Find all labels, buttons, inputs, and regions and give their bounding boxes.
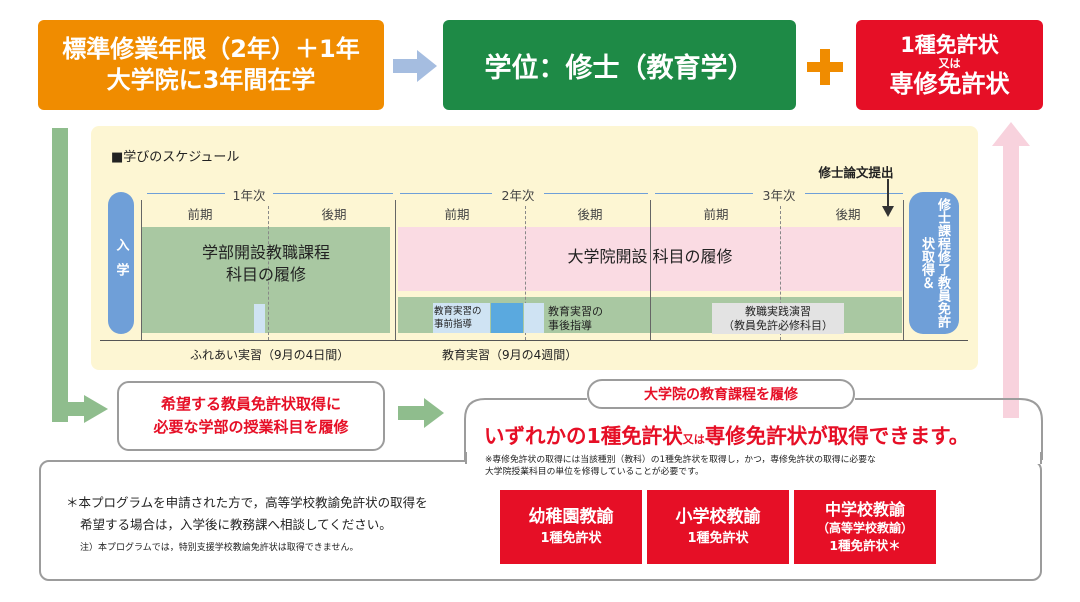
plus-icon <box>807 49 843 85</box>
arrow-right-icon <box>84 395 108 423</box>
term-divider <box>525 206 526 340</box>
undergrad-course-text: 学部開設教職課程 科目の履修 <box>142 240 390 288</box>
term-divider <box>268 206 269 340</box>
undergrad-course-bar <box>142 227 390 333</box>
undergrad-course-line2: 科目の履修 <box>225 265 306 284</box>
year-divider <box>395 200 396 340</box>
year-divider <box>903 200 904 340</box>
practicum-seminar-block: 教職実践演習 （教員免許必修科目） <box>712 303 844 334</box>
term-divider <box>780 206 781 340</box>
year-divider <box>650 200 651 340</box>
license-headline: いずれかの1種免許状又は専修免許状が取得できます。 <box>484 419 1030 449</box>
left-flow-arrow <box>52 128 68 422</box>
post-guidance-text: 教育実習の 事後指導 <box>548 305 628 333</box>
license-card-title: 小学校教諭 <box>675 507 761 527</box>
timeline-line <box>273 193 393 194</box>
license-box: 1種免許状 又は 専修免許状 <box>856 20 1043 110</box>
junior-high-license-card: 中学校教諭 （高等学校教諭） 1種免許状＊ <box>794 490 936 564</box>
term-label: 前期 <box>187 207 213 222</box>
license-card-subtitle: （高等学校教諭） <box>816 521 913 535</box>
elementary-license-card: 小学校教諭 1種免許状 <box>647 490 789 564</box>
pre-guidance-line1: 教育実習の <box>434 306 482 317</box>
pre-guidance-block <box>433 303 490 333</box>
arrow-right-icon <box>398 398 444 428</box>
license-card-title: 中学校教諭 <box>824 500 905 519</box>
year-divider <box>141 200 142 340</box>
undergrad-course-line1: 学部開設教職課程 <box>201 243 330 262</box>
license-card-title: 幼稚園教諭 <box>528 507 614 527</box>
timeline-line <box>544 193 648 194</box>
license-card-type: 1種免許状 <box>540 531 602 546</box>
grad-course-tab-label: 大学院の教育課程を履修 <box>644 387 798 403</box>
license-line2: 専修免許状 <box>889 69 1010 98</box>
special-support-note: 注）本プログラムでは，特別支援学校教諭免許状は取得できません。 <box>80 543 359 553</box>
timeline-line <box>655 193 753 194</box>
headline-part-b: 専修免許状が取得できます。 <box>704 424 970 448</box>
undergrad-courses-line2: 必要な学部の授業科目を履修 <box>153 418 349 436</box>
kindergarten-license-card: 幼稚園教諭 1種免許状 <box>500 490 642 564</box>
practicum-seminar-line1: 教職実践演習 <box>745 304 811 318</box>
headline-part-a: いずれかの1種免許状 <box>484 424 683 448</box>
post-guidance-line1: 教育実習の <box>548 305 603 318</box>
year-label: 1年次 <box>232 188 266 203</box>
degree-label: 学位：修士（教育学） <box>484 52 755 84</box>
term-label: 後期 <box>321 207 347 222</box>
note-line2: 大学院授業科目の単位を修得していることが必要です。 <box>485 467 704 477</box>
pre-guidance-line2: 事前指導 <box>434 319 473 330</box>
license-card-type: 1種免許状 <box>687 531 749 546</box>
entrance-label: 入学 <box>113 238 129 288</box>
term-label: 前期 <box>444 207 470 222</box>
license-card-type: 1種免許状＊ <box>829 538 901 553</box>
term-label: 後期 <box>577 207 603 222</box>
timeline-baseline <box>100 340 968 341</box>
left-flow-arrow-foot <box>52 402 86 416</box>
term-label: 後期 <box>835 207 861 222</box>
timeline-line <box>805 193 903 194</box>
grad-course-text: 大学院開設 科目の履修 <box>567 247 733 266</box>
practicum-block <box>491 303 523 333</box>
program-enrollment-text: 大学院に3年間在学 <box>106 66 316 94</box>
license-or: 又は <box>938 56 961 70</box>
entrance-pill: 入学 <box>108 192 134 334</box>
year-label: 2年次 <box>501 188 535 203</box>
timeline-line <box>147 193 225 194</box>
specialist-license-note: ※専修免許状の取得には当該種別（教科）の1種免許状を取得し，かつ，専修免許状の取… <box>485 454 1033 478</box>
schedule-title: ■学びのスケジュール <box>111 150 240 165</box>
practicum-seminar-line2: （教員免許必修科目） <box>723 318 833 332</box>
undergrad-courses-box: 希望する教員免許状取得に 必要な学部の授業科目を履修 <box>117 381 385 451</box>
note-line1: ※専修免許状の取得には当該種別（教科）の1種免許状を取得し，かつ，専修免許状の取… <box>485 455 876 465</box>
post-guidance-block <box>524 303 544 333</box>
thesis-submission-label: 修士論文提出 <box>818 165 894 180</box>
degree-box: 学位：修士（教育学） <box>443 20 796 110</box>
grad-course-tab: 大学院の教育課程を履修 <box>587 379 855 409</box>
pre-guidance-text: 教育実習の 事前指導 <box>434 305 490 331</box>
license-line1: 1種免許状 <box>900 32 999 57</box>
teaching-practicum-label: 教育実習（9月の4週間） <box>442 348 578 362</box>
apply-line1: ＊本プログラムを申請された方で，高等学校教諭免許状の取得を <box>66 495 428 510</box>
post-guidance-line2: 事後指導 <box>548 319 592 332</box>
fureai-practicum-label: ふれあい実習（9月の4日間） <box>190 348 350 362</box>
timeline-line <box>400 193 492 194</box>
orange-program-box: 標準修業年限（2年）＋1年 大学院に3年間在学 <box>38 20 384 110</box>
completion-label: 修士課程修了教員免許状取得＆ <box>919 198 950 328</box>
arrow-down-icon <box>882 179 894 217</box>
arrow-right-icon <box>393 50 437 82</box>
high-school-application-note: ＊本プログラムを申請された方で，高等学校教諭免許状の取得を 希望する場合は，入学… <box>66 492 428 536</box>
apply-line2: 希望する場合は，入学後に教務課へ相談してください。 <box>80 517 392 532</box>
fureai-block <box>254 304 265 333</box>
program-length-text: 標準修業年限（2年）＋1年 <box>62 35 360 63</box>
arrow-up-icon <box>992 122 1030 418</box>
completion-pill: 修士課程修了教員免許状取得＆ <box>909 192 959 334</box>
term-label: 前期 <box>703 207 729 222</box>
year-label: 3年次 <box>762 188 796 203</box>
undergrad-courses-line1: 希望する教員免許状取得に <box>160 395 341 413</box>
headline-or: 又は <box>682 433 705 446</box>
